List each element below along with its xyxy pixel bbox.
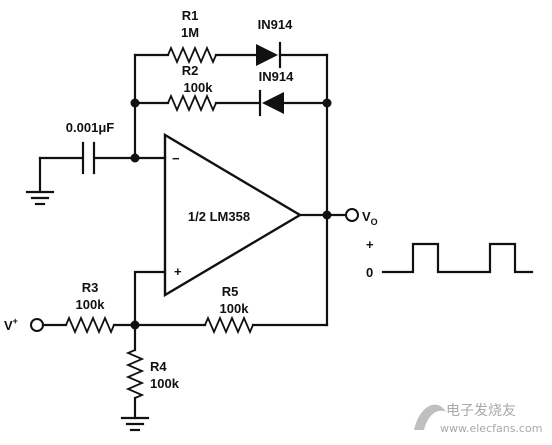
r4-value: 100k [150, 376, 180, 391]
r3-label: R3 [82, 280, 99, 295]
d1-label: IN914 [258, 17, 293, 32]
opamp-plus-sign: + [174, 264, 182, 279]
r1-label: R1 [182, 8, 199, 23]
d1-diode [256, 41, 282, 69]
capacitor-label: 0.001μF [66, 120, 114, 135]
vplus-label: V+ [4, 316, 18, 333]
r4-label: R4 [150, 359, 167, 374]
d2-label: IN914 [259, 69, 294, 84]
opamp [133, 132, 347, 327]
watermark: 电子发烧友 www.elecfans.com [414, 403, 542, 435]
ground-symbol [120, 416, 150, 432]
vplus-terminal [30, 318, 44, 332]
r3-value: 100k [76, 297, 106, 312]
d2-diode [258, 89, 284, 117]
watermark-url: www.elecfans.com [440, 422, 542, 435]
r2-value: 100k [184, 80, 214, 95]
opamp-label: 1/2 LM358 [188, 209, 250, 224]
watermark-cn: 电子发烧友 [446, 403, 516, 419]
bias-network [30, 213, 329, 432]
vout-label: VO [362, 209, 378, 227]
capacitor-branch [25, 141, 140, 206]
opamp-minus-sign: − [172, 151, 180, 166]
ground-symbol [25, 190, 55, 206]
r1-value: 1M [181, 25, 199, 40]
r1-resistor [167, 45, 217, 65]
watermark-logo-icon [414, 404, 446, 430]
output-waveform [381, 242, 534, 274]
junction-dot [322, 98, 332, 108]
feedback-network [130, 41, 332, 217]
junction-dot [130, 98, 140, 108]
r2-label: R2 [182, 63, 199, 78]
r3-resistor [65, 315, 115, 335]
r5-value: 100k [220, 301, 250, 316]
r4-resistor [125, 349, 145, 399]
vout-terminal [345, 208, 359, 222]
waveform-plus-label: + [366, 237, 374, 252]
r5-resistor [204, 315, 254, 335]
r5-label: R5 [222, 284, 239, 299]
r2-resistor [167, 93, 217, 113]
waveform-zero-label: 0 [366, 265, 373, 280]
